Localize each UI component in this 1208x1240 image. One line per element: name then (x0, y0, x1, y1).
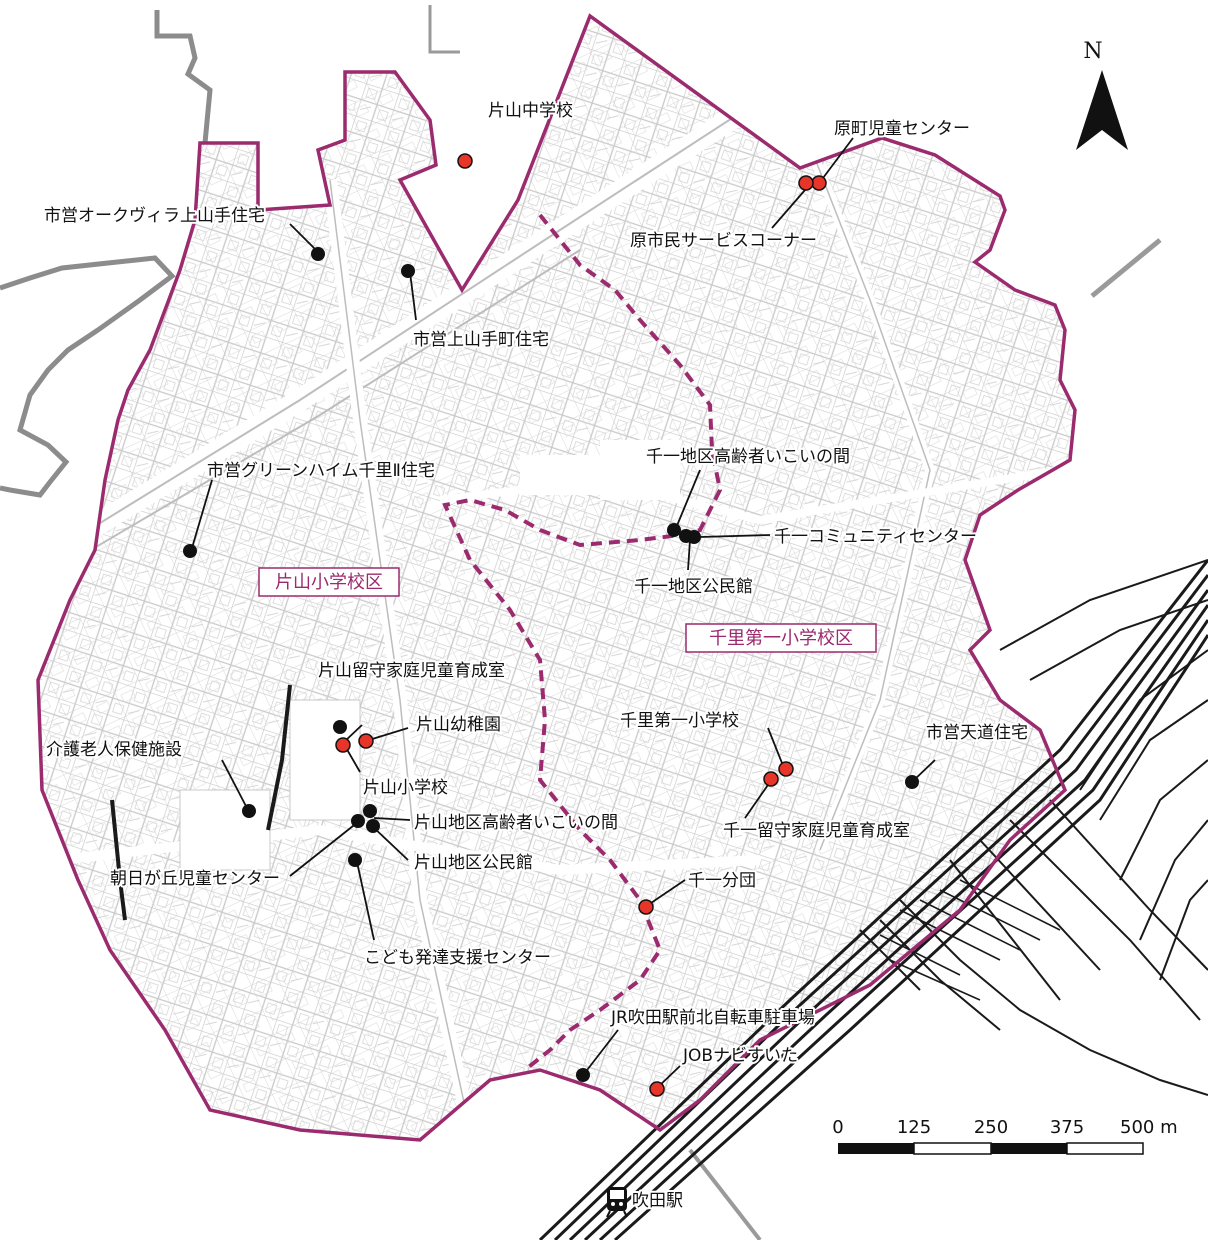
label-oakvilla: 市営オークヴィラ上山手住宅 (44, 206, 265, 226)
scale-tick-0: 0 (832, 1117, 843, 1138)
marker-katayama-yochien[interactable] (358, 733, 374, 749)
marker-haramachi-jido[interactable] (811, 175, 827, 191)
label-kaigo: 介護老人保健施設 (46, 740, 182, 760)
label-kodomo: こども発達支援センター (364, 948, 551, 968)
label-asahigaoka: 朝日が丘児童センター (110, 869, 280, 889)
label-senichi-bundan: 千一分団 (688, 871, 756, 891)
marker-asahigaoka[interactable] (351, 814, 365, 828)
label-greenheim: 市営グリーンハイム千里Ⅱ住宅 (207, 461, 435, 481)
railway (538, 559, 1208, 1240)
north-arrow: N (1076, 39, 1128, 150)
marker-jr-bicycle[interactable] (576, 1068, 590, 1082)
scale-tick-3: 375 (1050, 1117, 1084, 1138)
label-senichi-community: 千一コミュニティセンター (774, 527, 977, 547)
label-haramachi-jido: 原町児童センター (834, 119, 970, 139)
marker-senichi-bundan[interactable] (638, 899, 654, 915)
marker-tendo[interactable] (905, 775, 919, 789)
school-district-boundary (442, 213, 723, 1072)
marker-kodomo[interactable] (348, 853, 362, 867)
marker-senichi-kominkan[interactable] (679, 529, 693, 543)
marker-senichi-ikoi[interactable] (667, 523, 681, 537)
label-katayama-ikoi: 片山地区高齢者いこいの間 (414, 813, 618, 833)
label-senri-daiichi-shogakko: 千里第一小学校 (620, 711, 739, 731)
marker-kamiyamate[interactable] (401, 264, 415, 278)
marker-job-navi[interactable] (649, 1081, 665, 1097)
station-label: 吹田駅 (632, 1191, 683, 1211)
scale-tick-1: 125 (897, 1117, 931, 1138)
label-jr-bicycle: JR吹田駅前北自転車駐車場 (610, 1008, 815, 1028)
north-arrow-icon (1076, 70, 1128, 150)
marker-katayama-shogakko[interactable] (335, 737, 351, 753)
label-kamiyamate: 市営上山手町住宅 (413, 330, 549, 350)
scale-tick-4: 500 m (1120, 1117, 1178, 1138)
marker-senri-daiichi-shogakko[interactable] (778, 761, 794, 777)
facility-labels: 片山中学校 市営オークヴィラ上山手住宅 市営上山手町住宅 市営グリーンハイム千里… (42, 99, 1030, 1068)
svg-text:N: N (1083, 39, 1102, 64)
marker-greenheim[interactable] (183, 544, 197, 558)
label-senichi-ikoi: 千一地区高齢者いこいの間 (646, 447, 850, 467)
area-boundary (36, 13, 1077, 1142)
senri-daiichi-district-label: 千里第一小学校区 (685, 623, 877, 653)
katayama-district-label: 片山小学校区 (258, 567, 400, 597)
label-job-navi: JOBナビすいた (682, 1046, 798, 1066)
svg-text:千里第一小学校区: 千里第一小学校区 (709, 628, 853, 649)
marker-katayama-kominkan[interactable] (366, 819, 380, 833)
label-tendo: 市営天道住宅 (926, 723, 1028, 743)
scale-bar: 0 125 250 375 500 m (832, 1117, 1178, 1155)
train-icon (606, 1187, 628, 1218)
label-senichi-rusu: 千一留守家庭児童育成室 (723, 821, 910, 841)
marker-katayama-rusu[interactable] (333, 720, 347, 734)
svg-text:片山小学校区: 片山小学校区 (275, 572, 383, 593)
marker-hara-shimin[interactable] (798, 175, 814, 191)
label-hara-shimin: 原市民サービスコーナー (630, 231, 817, 251)
marker-oakvilla[interactable] (311, 247, 325, 261)
scale-tick-2: 250 (974, 1117, 1008, 1138)
label-katayama-jhs: 片山中学校 (488, 101, 573, 121)
label-katayama-kominkan: 片山地区公民館 (414, 853, 533, 873)
marker-katayama-jhs[interactable] (457, 153, 473, 169)
label-katayama-rusu: 片山留守家庭児童育成室 (318, 661, 505, 681)
label-katayama-shogakko: 片山小学校 (363, 778, 448, 798)
station: 吹田駅 (606, 1187, 685, 1218)
label-senichi-kominkan: 千一地区公民館 (634, 577, 753, 597)
marker-senichi-rusu[interactable] (763, 771, 779, 787)
label-katayama-yochien: 片山幼稚園 (416, 715, 501, 735)
marker-katayama-ikoi[interactable] (363, 804, 377, 818)
facility-markers (183, 153, 919, 1097)
leader-lines (191, 137, 936, 1088)
marker-kaigo[interactable] (242, 804, 256, 818)
